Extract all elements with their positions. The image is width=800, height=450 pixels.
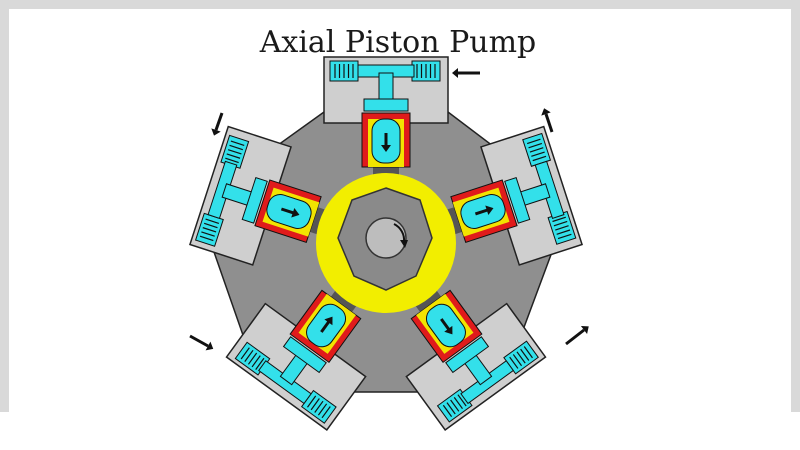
spring-coil: [531, 151, 545, 157]
flow-arrow-icon: [544, 113, 554, 133]
spring-coil: [516, 351, 526, 364]
spring-coil: [205, 218, 220, 224]
spring-coil: [244, 349, 254, 363]
spring-coil: [255, 357, 265, 370]
cylinder-head: [445, 336, 490, 374]
frame-right-bar: [791, 0, 800, 412]
flow-arrowhead-icon: [452, 68, 458, 78]
piston-arrowhead-icon: [485, 205, 494, 215]
diagram-title: Axial Piston Pump: [259, 25, 537, 60]
piston-arrowhead-icon: [381, 145, 391, 152]
spring-coil: [557, 233, 572, 240]
spring-coil: [555, 225, 569, 231]
spring-coil: [202, 227, 217, 233]
spring-coil: [450, 399, 460, 412]
frame-left-bar: [0, 0, 9, 412]
cylinder-head: [363, 98, 409, 112]
inlet-valve: [522, 132, 552, 167]
spring-coil: [321, 406, 331, 419]
spring-coil: [314, 400, 324, 413]
piston-motion-arrow-icon: [320, 319, 331, 333]
spring-coil: [453, 397, 463, 410]
spring-coil: [552, 216, 567, 223]
spring-coil: [457, 394, 467, 407]
spring-coil: [247, 352, 258, 365]
rotation-arrowhead-icon: [400, 240, 408, 248]
frame-top-bar: [0, 0, 800, 9]
outlet-valve: [220, 134, 250, 169]
spring-coil: [229, 144, 244, 151]
inlet-valve: [329, 60, 359, 82]
inlet-valve: [194, 212, 224, 247]
spring-coil: [526, 138, 541, 145]
flow-arrows-layer: [189, 68, 589, 351]
spring-coil: [306, 395, 317, 408]
outlet-valve: [411, 60, 441, 82]
spring-coil: [201, 231, 215, 237]
flow-arrow-icon: [565, 328, 585, 346]
spring-coil: [446, 402, 456, 415]
flow-arrowhead-icon: [541, 108, 551, 116]
spring-coil: [523, 346, 533, 359]
piston-arrowhead-icon: [324, 316, 333, 326]
spring-coil: [532, 155, 547, 162]
spring-coil: [512, 354, 523, 367]
spring-coil: [442, 404, 453, 417]
piston-arrowhead-icon: [291, 207, 300, 218]
drive-shaft: [365, 217, 407, 259]
cylinder-head: [504, 176, 531, 224]
spring-coil: [240, 347, 250, 360]
flow-arrow-icon: [214, 112, 224, 131]
spring-coil: [520, 348, 530, 361]
spring-coil: [226, 153, 241, 159]
spring-coil: [251, 355, 261, 368]
spring-coil: [556, 229, 571, 235]
spring-coil: [310, 398, 320, 411]
flow-arrowhead-icon: [211, 128, 221, 136]
cylinder-head: [241, 176, 268, 224]
spring-coil: [509, 356, 519, 369]
piston-arrowhead-icon: [444, 325, 453, 335]
flow-arrowhead-icon: [205, 341, 214, 351]
spring-coil: [529, 147, 544, 153]
spring-coil: [225, 157, 239, 164]
spring-coil: [203, 222, 218, 229]
piston-motion-arrow-icon: [440, 318, 451, 332]
spring-coil: [528, 142, 543, 149]
flow-arrowhead-icon: [580, 326, 589, 334]
spring-coil: [553, 220, 568, 227]
flow-arrow-icon: [189, 334, 209, 348]
piston-motion-arrow-icon: [474, 208, 490, 216]
spring-coil: [230, 140, 245, 146]
spring-coil: [199, 235, 214, 242]
spring-coil: [317, 403, 328, 416]
piston-motion-arrow-icon: [280, 207, 296, 215]
spring-coil: [227, 149, 242, 155]
cylinder-head: [282, 336, 327, 374]
piston-unit-lower-left: [225, 267, 374, 431]
